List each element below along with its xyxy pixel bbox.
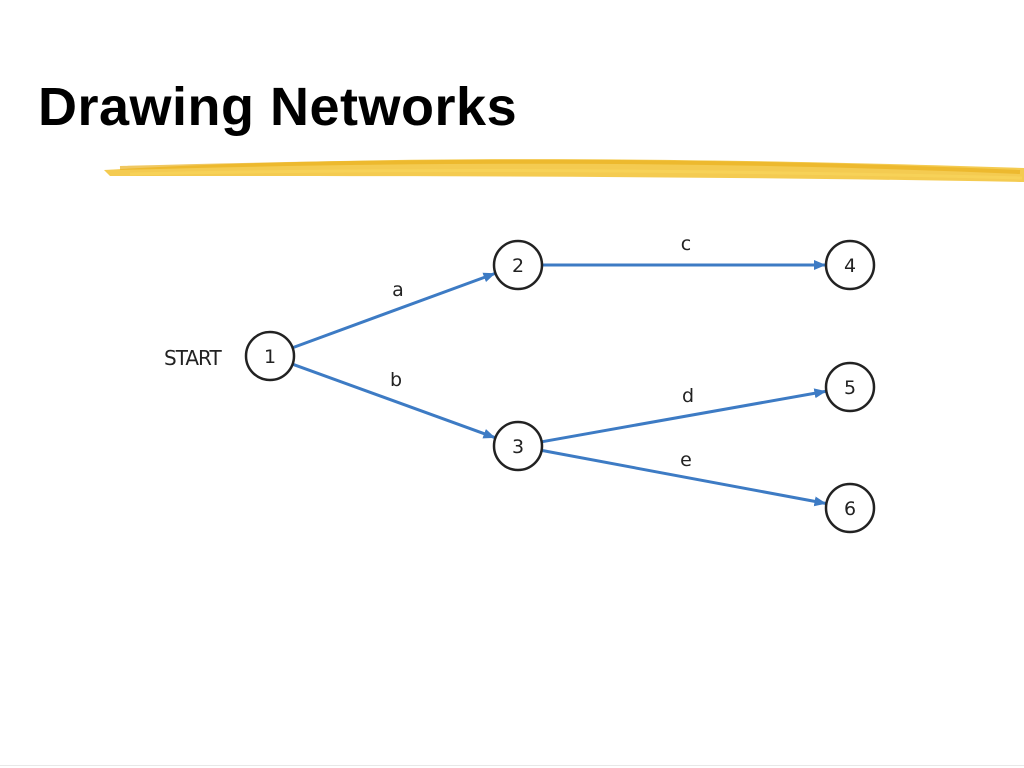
start-label: START <box>164 346 222 370</box>
node-4: 4 <box>824 239 876 291</box>
node-2: 2 <box>492 239 544 291</box>
page-title: Drawing Networks <box>38 77 518 137</box>
node-5: 5 <box>824 361 876 413</box>
node-3-circle <box>492 420 544 472</box>
node-1-circle <box>244 330 296 382</box>
node-4-circle <box>824 239 876 291</box>
node-3-label: 3 <box>512 436 524 458</box>
node-2-label: 2 <box>512 255 524 277</box>
node-2-circle <box>492 239 544 291</box>
edge-label-a: a <box>392 279 404 301</box>
edge-e-arrow <box>541 448 827 507</box>
edge-label-c: c <box>681 233 691 255</box>
edge-a-arrow <box>292 272 496 350</box>
bottom-divider <box>0 765 1024 766</box>
node-5-label: 5 <box>844 377 856 399</box>
edge-label-d: d <box>682 385 694 407</box>
node-1-label: 1 <box>264 346 276 368</box>
node-6: 6 <box>824 482 876 534</box>
node-1: 1 <box>244 330 296 382</box>
node-6-label: 6 <box>844 498 856 520</box>
edge-d-arrow <box>541 388 827 444</box>
node-3: 3 <box>492 420 544 472</box>
node-5-circle <box>824 361 876 413</box>
node-6-circle <box>824 482 876 534</box>
node-4-label: 4 <box>844 255 856 277</box>
edge-label-b: b <box>390 369 402 391</box>
edge-label-e: e <box>680 449 692 471</box>
edge-b-arrow <box>292 362 496 439</box>
